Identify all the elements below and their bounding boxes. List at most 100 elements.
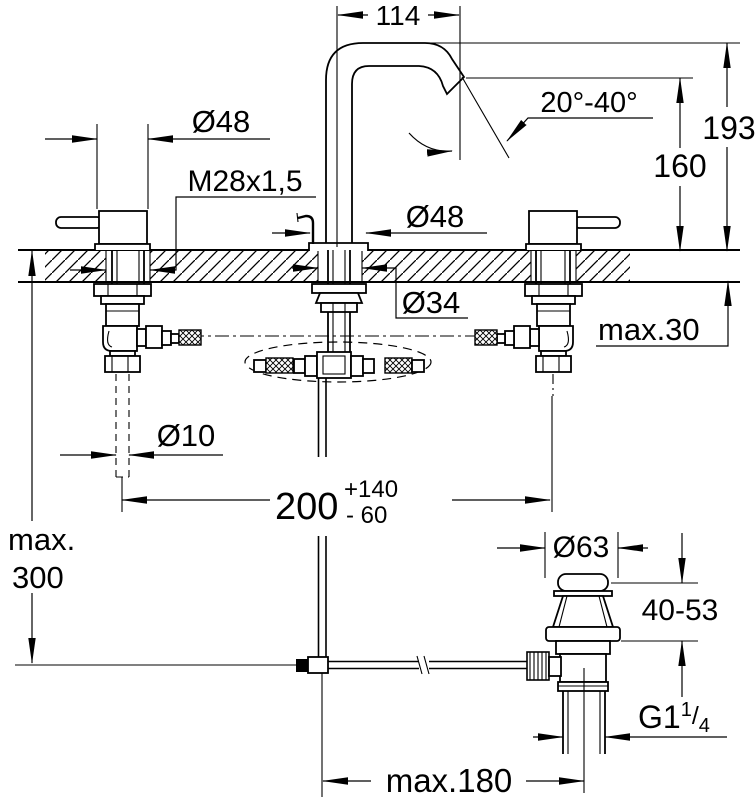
label-thread-size: M28x1,5 <box>187 165 302 198</box>
lift-rod-horizontal <box>15 655 529 675</box>
rod-break-symbol <box>416 655 430 675</box>
right-tee-nut <box>350 355 364 377</box>
spout-shank-nut <box>320 302 358 313</box>
pop-up-knob-tip <box>296 212 299 223</box>
right-hex-nut <box>524 283 583 297</box>
waste-cone-inner <box>558 595 608 628</box>
dimension-labels: 114 20°-40° 193 160 max.30 Ø48 M28x1,5 Ø… <box>8 0 756 799</box>
pop-up-rod-vertical <box>317 378 327 658</box>
spout-shank-cone <box>314 292 364 304</box>
supply-pipe-dashed <box>115 374 130 478</box>
waste-flange <box>545 626 621 642</box>
countertop <box>18 249 740 283</box>
waste-neck <box>555 640 611 655</box>
tee-block-inner <box>322 355 346 375</box>
left-shank-outer <box>111 250 145 284</box>
label-hole-spacing: 200 <box>275 486 338 528</box>
spout-outline <box>325 42 466 249</box>
waste-cone <box>551 595 615 628</box>
waste-thread-numerator: 1 <box>681 699 692 721</box>
label-waste-height-range: 40-53 <box>642 594 719 627</box>
waste-thread-base: G1 <box>638 699 681 735</box>
right-hose-collar <box>529 328 540 347</box>
right-hex-facets <box>538 284 569 296</box>
right-valve-step <box>531 295 576 305</box>
waste-knob-collar <box>548 656 562 677</box>
swivel-arc-arrow <box>408 132 453 157</box>
dimension-lines <box>28 6 740 785</box>
left-hose-nipple <box>293 358 306 374</box>
left-bottom-nut-facets <box>111 356 129 372</box>
label-rod-offset: max.180 <box>386 762 513 799</box>
lift-rod <box>328 660 529 670</box>
spout-base-escutcheon <box>308 242 369 251</box>
label-hole-dia: Ø34 <box>402 285 461 320</box>
left-shank-inner <box>116 250 140 284</box>
right-elbow-inner <box>563 330 570 348</box>
pop-up-rod <box>317 378 327 797</box>
right-shank-inner <box>540 250 566 284</box>
label-spout-reach: 114 <box>376 0 421 31</box>
center-supply-tee <box>253 351 425 379</box>
right-bottom-nut <box>535 355 572 373</box>
left-braided-hose <box>265 357 294 374</box>
spout-shank-flange <box>311 283 367 294</box>
spout-tail-inner <box>332 312 346 352</box>
spout-shank-outer <box>327 250 351 284</box>
label-max-depth-word: max. <box>8 522 75 557</box>
rod-clamp <box>296 659 308 672</box>
right-valve-assembly <box>474 210 621 396</box>
right-hose-nipple <box>362 358 375 374</box>
label-spacing-tol-minus: - 60 <box>346 502 387 529</box>
left-hose-collar <box>136 328 147 347</box>
label-waste-thread: G11/4 <box>638 699 710 737</box>
drain-waste-assembly <box>526 573 621 793</box>
left-valve-assembly <box>55 210 202 478</box>
right-valve-lower-body <box>536 303 571 327</box>
right-braided-hose <box>384 357 413 374</box>
spout-shank-inner <box>332 250 346 284</box>
angle-leader <box>506 117 653 142</box>
right-valve-escutcheon <box>525 243 582 250</box>
right-valve-braided-hose <box>474 329 498 346</box>
dim-max30-leader-arrow <box>596 280 732 347</box>
angle-diagonal-line <box>461 76 510 159</box>
hose-flex-zone-ellipse <box>244 341 432 383</box>
label-spout-angle: 20°-40° <box>540 87 637 119</box>
label-spacing-tol-plus: +140 <box>344 476 398 503</box>
right-mounting-hole <box>531 251 576 281</box>
left-bottom-nut <box>104 355 141 373</box>
left-hose-tube <box>170 333 180 344</box>
left-hose-nipple2 <box>161 330 172 346</box>
right-hose-nut <box>513 325 531 349</box>
label-pipe-dia: Ø10 <box>157 418 216 453</box>
waste-body <box>559 653 607 683</box>
spout-shank-nut-facets <box>332 303 346 312</box>
waste-rod-knob <box>526 651 550 681</box>
right-bottom-nut-facets <box>542 356 560 372</box>
rod-coupling <box>307 656 329 674</box>
label-spout-base-dia: Ø48 <box>406 199 465 234</box>
label-waste-flange-dia: Ø63 <box>553 531 610 564</box>
dim-m28-leader-arrow <box>149 196 316 274</box>
left-lever-handle <box>55 216 103 229</box>
left-valve-step <box>100 295 145 305</box>
left-hose-end <box>253 359 267 373</box>
left-tee-nut <box>304 355 318 377</box>
label-max-depth-value: 300 <box>12 560 64 595</box>
left-mounting-hole <box>106 251 150 281</box>
left-hex-facets <box>107 284 138 296</box>
waste-tailpipe-outer <box>562 691 606 754</box>
right-valve-body <box>528 210 578 245</box>
waste-thread-denominator: 4 <box>699 715 710 737</box>
pop-up-knob <box>297 214 315 244</box>
right-hose-nipple2 <box>504 330 515 346</box>
left-valve-lower-body <box>105 303 140 327</box>
left-elbow-inner <box>106 330 113 348</box>
left-valve-escutcheon <box>94 243 151 250</box>
right-hose-tube <box>496 333 506 344</box>
left-valve-braided-hose <box>178 329 202 346</box>
label-height-top: 193 <box>702 110 755 146</box>
